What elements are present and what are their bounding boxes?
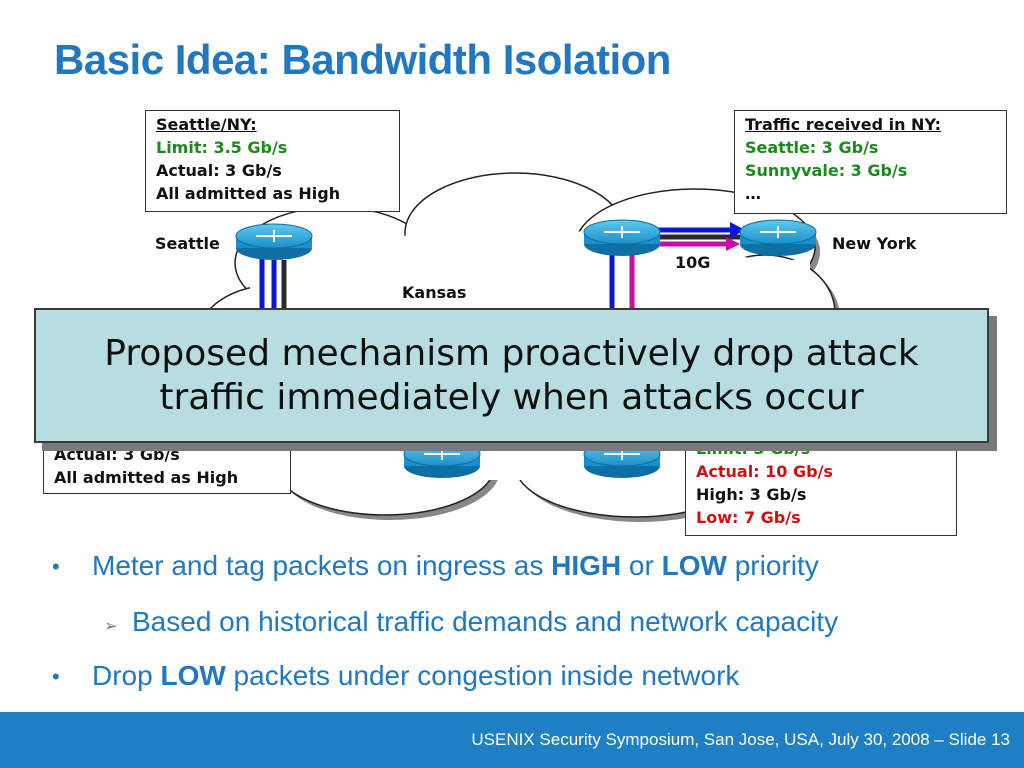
bullet-2-text-a: Drop bbox=[92, 660, 161, 691]
footer-text: USENIX Security Symposium, San Jose, USA… bbox=[471, 730, 1010, 749]
bullet-dot: • bbox=[52, 554, 60, 579]
bullet-1-low: LOW bbox=[661, 550, 727, 581]
seattle-ny-header: Seattle/NY: bbox=[156, 115, 257, 134]
seattle-ny-limit: Limit: 3.5 Gb/s bbox=[156, 138, 288, 157]
seattle-ny-box: Seattle/NY: Limit: 3.5 Gb/s Actual: 3 Gb… bbox=[145, 110, 400, 212]
received-header: Traffic received in NY: bbox=[745, 115, 942, 134]
bullet-1-high: HIGH bbox=[551, 550, 622, 581]
right-lower-limit: Limit: 3 Gb/s bbox=[696, 439, 811, 458]
received-sunnyvale: Sunnyvale: 3 Gb/s bbox=[745, 161, 908, 180]
received-seattle: Seattle: 3 Gb/s bbox=[745, 138, 879, 157]
router-bottom-left bbox=[403, 441, 481, 478]
arrow-blue bbox=[730, 222, 745, 238]
bullet-2-low: LOW bbox=[160, 660, 226, 691]
seattle-ny-actual: Actual: 3 Gb/s bbox=[156, 161, 282, 180]
bullet-1-text-b: or bbox=[621, 550, 662, 581]
label-10g: 10G bbox=[675, 253, 711, 272]
footer-bar bbox=[0, 712, 1024, 768]
sub-bullet-1: ➢ Based on historical traffic demands an… bbox=[104, 606, 838, 638]
router-seattle bbox=[235, 223, 313, 260]
bullet-1: • Meter and tag packets on ingress as HI… bbox=[52, 550, 819, 582]
router-bottom-right bbox=[583, 441, 661, 478]
router-kansas bbox=[583, 219, 661, 256]
bullet-dot: • bbox=[52, 664, 60, 689]
left-lower-admitted: All admitted as High bbox=[54, 468, 239, 487]
sub-bullet-arrow-icon: ➢ bbox=[104, 618, 118, 635]
slide-title: Basic Idea: Bandwidth Isolation bbox=[54, 36, 671, 83]
right-lower-high: High: 3 Gb/s bbox=[696, 485, 807, 504]
proposed-mechanism-callout: Proposed mechanism proactively drop atta… bbox=[34, 308, 989, 443]
bullet-1-text-a: Meter and tag packets on ingress as bbox=[92, 550, 552, 581]
seattle-ny-admitted: All admitted as High bbox=[156, 184, 341, 203]
right-lower-low: Low: 7 Gb/s bbox=[696, 508, 801, 527]
traffic-received-box: Traffic received in NY: Seattle: 3 Gb/s … bbox=[734, 110, 1007, 214]
label-new-york: New York bbox=[832, 234, 917, 253]
bullet-1-text-c: priority bbox=[726, 550, 819, 581]
router-new-york bbox=[739, 219, 817, 256]
bullet-2-text-b: packets under congestion inside network bbox=[225, 660, 740, 691]
label-seattle: Seattle bbox=[155, 234, 220, 253]
arrow-magenta bbox=[726, 237, 740, 251]
bullet-2: • Drop LOW packets under congestion insi… bbox=[52, 660, 739, 692]
label-kansas: Kansas bbox=[402, 283, 467, 302]
received-more: … bbox=[745, 184, 761, 203]
sub-bullet-1-text: Based on historical traffic demands and … bbox=[132, 606, 839, 637]
right-lower-actual: Actual: 10 Gb/s bbox=[696, 462, 833, 481]
left-lower-actual: Actual: 3 Gb/s bbox=[54, 445, 180, 464]
